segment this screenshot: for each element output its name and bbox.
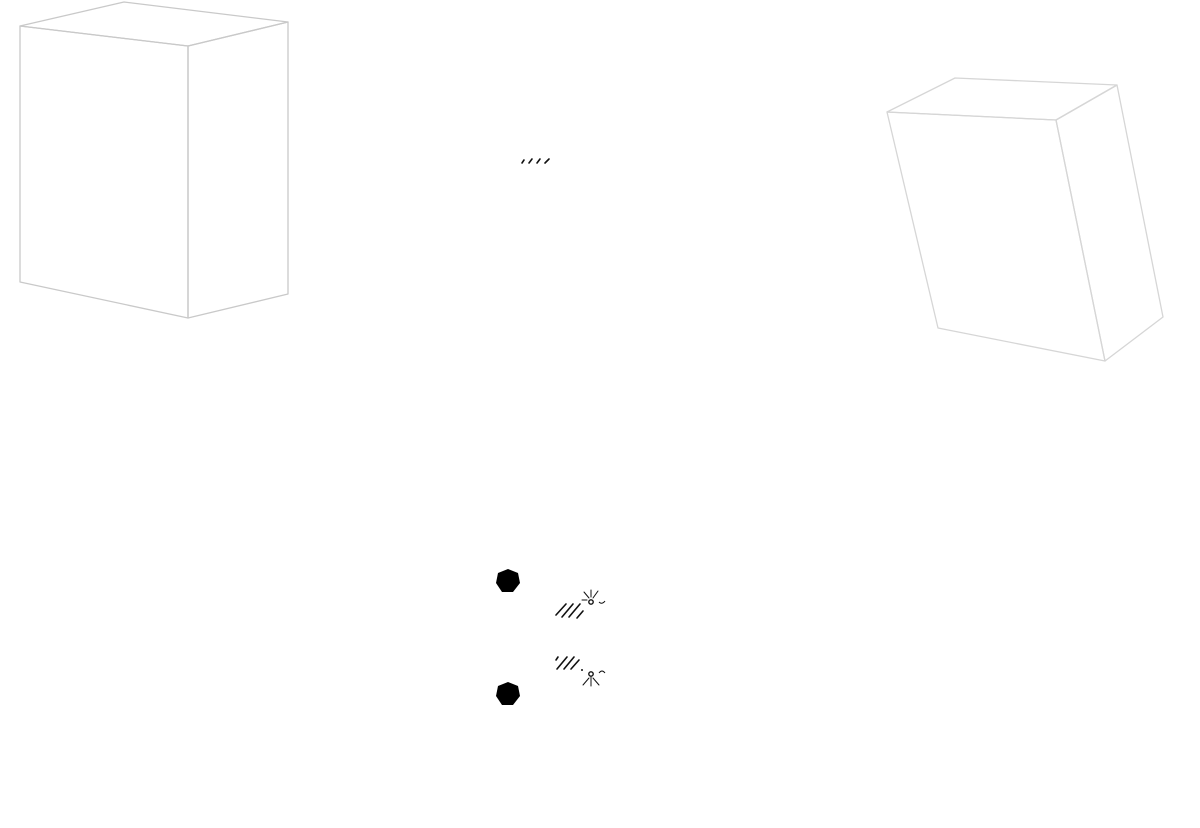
right-box-front-face: [886, 111, 1106, 362]
lower-dot: [496, 682, 520, 705]
lower-spark-marker: [555, 656, 606, 687]
upper-dot: [496, 569, 520, 592]
left-box-side-face: [187, 21, 289, 319]
left-box: [19, 1, 289, 319]
right-box-side-face: [1055, 84, 1164, 362]
left-box-front-face: [19, 25, 189, 319]
hatch-mark-top: [521, 158, 550, 164]
upper-spark-marker: [555, 589, 606, 619]
right-box: [886, 77, 1164, 362]
left-box-top-face: [19, 1, 289, 47]
